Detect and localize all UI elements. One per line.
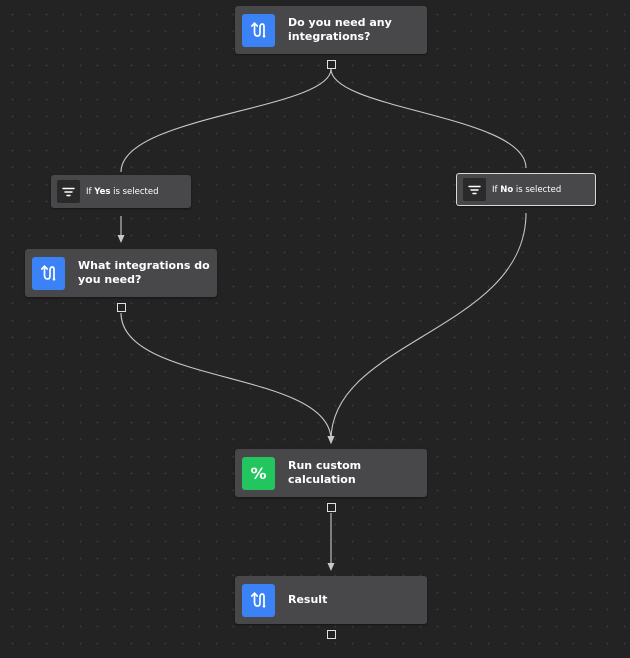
route-icon — [242, 13, 275, 47]
result-node[interactable]: Result — [235, 576, 427, 624]
condition-label: If Yes is selected — [86, 186, 159, 197]
edge-q1-to-yes — [120, 68, 332, 173]
node-title: Result — [288, 593, 328, 606]
output-port[interactable] — [327, 630, 336, 639]
edge-no-to-calc — [327, 212, 527, 444]
edge-q1-to-no — [330, 68, 527, 169]
question-node-integrations[interactable]: Do you need any integrations? — [235, 6, 427, 54]
percent-icon: % — [242, 456, 275, 490]
node-title: Run custom calculation — [288, 459, 362, 486]
route-icon — [242, 583, 275, 617]
condition-node-yes[interactable]: If Yes is selected — [51, 175, 191, 208]
node-title: What integrations do you need? — [78, 259, 210, 286]
condition-node-no[interactable]: If No is selected — [456, 173, 596, 206]
question-node-which-integrations[interactable]: What integrations do you need? — [25, 249, 217, 297]
edge-q2-to-calc — [120, 312, 335, 444]
output-port[interactable] — [327, 60, 336, 69]
condition-label: If No is selected — [492, 184, 562, 195]
output-port[interactable] — [327, 503, 336, 512]
filter-icon — [463, 178, 486, 201]
output-port[interactable] — [117, 303, 126, 312]
filter-icon — [57, 180, 80, 203]
node-title: Do you need any integrations? — [288, 16, 392, 43]
route-icon — [32, 256, 65, 290]
calculation-node[interactable]: % Run custom calculation — [235, 449, 427, 497]
